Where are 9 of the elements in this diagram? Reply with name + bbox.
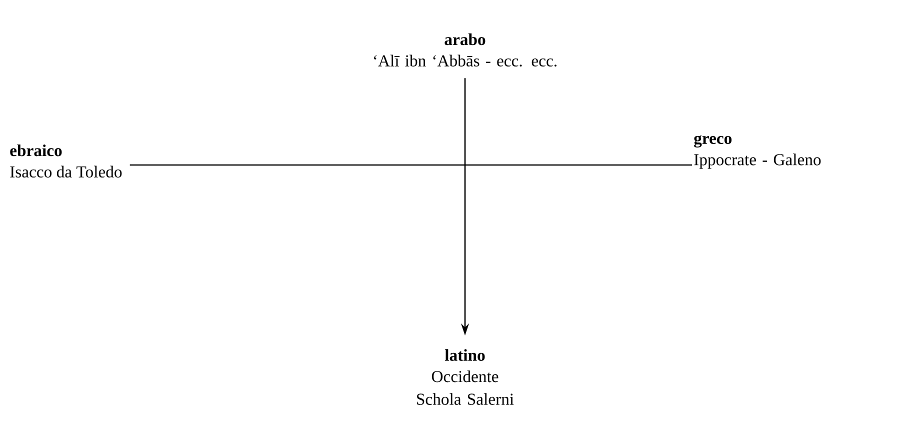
node-text: Ippocrate - Galeno: [694, 154, 821, 169]
node-heading: greco: [694, 135, 732, 148]
node-heading: latino: [444, 349, 485, 361]
node-text: Occidente Schola Salerni: [417, 370, 514, 405]
node-heading: arabo: [444, 33, 486, 46]
node-text: ‘Alī ibn ‘Abbās - ecc. ecc.: [374, 54, 556, 67]
node-text: Isacco da Toledo: [10, 166, 122, 178]
connector-line: [130, 164, 692, 166]
node-heading: ebraico: [10, 144, 62, 156]
